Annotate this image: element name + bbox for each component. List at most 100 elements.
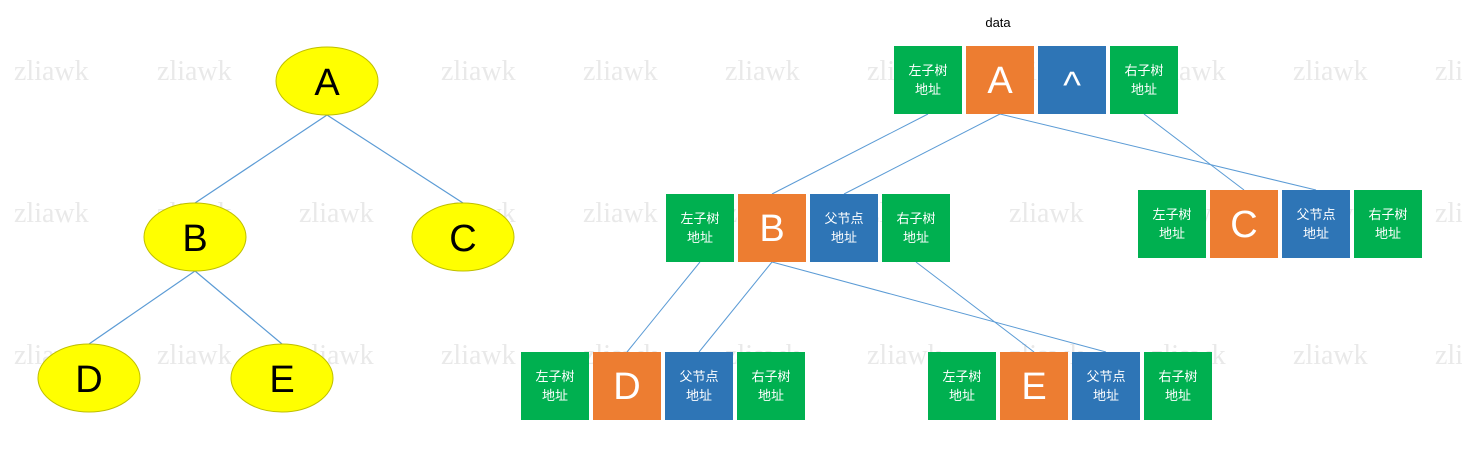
right-cell-label: 右子树地址 <box>1124 64 1163 98</box>
left-cell-label: 左子树地址 <box>680 212 719 246</box>
parent-cell: ^ <box>1038 46 1106 114</box>
left-cell: 左子树地址 <box>666 194 734 262</box>
data-cell-label: A <box>987 60 1013 102</box>
right-cell-label: 右子树地址 <box>896 212 935 246</box>
data-cell-label: B <box>759 208 784 250</box>
cell-label-line: 地址 <box>831 231 857 246</box>
connector-e-parent-to-b <box>771 261 1107 353</box>
cell-label-line: 父节点 <box>1086 370 1125 385</box>
watermark-text: zliawk <box>299 198 374 229</box>
cell-label-line: 父节点 <box>824 212 863 227</box>
parent-cell: 父节点地址 <box>810 194 878 262</box>
right-cell-box <box>1144 352 1212 420</box>
cell-label-line: 左子树 <box>1152 208 1191 223</box>
cell-label-line: 地址 <box>1093 389 1119 404</box>
watermark-text: zliawk <box>583 198 658 229</box>
data-cell: D <box>593 352 661 420</box>
parent-cell-box <box>665 352 733 420</box>
watermark-text: zliawk <box>157 56 232 87</box>
watermark-text: zliawk <box>1435 56 1462 87</box>
watermark-text: zliawk <box>1293 340 1368 371</box>
data-cell-label: E <box>1021 366 1046 408</box>
cell-label-line: 右子树 <box>751 370 790 385</box>
left-cell: 左子树地址 <box>894 46 962 114</box>
watermark-text: zliawk <box>157 340 232 371</box>
parent-cell-box <box>1072 352 1140 420</box>
right-cell-box <box>1110 46 1178 114</box>
right-cell-label: 右子树地址 <box>1368 208 1407 242</box>
watermark-text: zliawk <box>583 56 658 87</box>
data-cell: C <box>1210 190 1278 258</box>
watermark-text: zliawk <box>14 198 89 229</box>
tree-edges <box>88 114 464 345</box>
cell-label-line: 地址 <box>686 389 712 404</box>
cell-label-line: 右子树 <box>896 212 935 227</box>
tree-edge-b-d <box>88 270 196 345</box>
right-cell-label: 右子树地址 <box>1158 370 1197 404</box>
data-cell: A <box>966 46 1034 114</box>
cell-label-line: 地址 <box>1375 227 1401 242</box>
watermark-text: zliawk <box>441 340 516 371</box>
structure-node-a: 左子树地址 A ^ 右子树地址 <box>894 46 1178 114</box>
parent-cell-label: ^ <box>1063 65 1081 107</box>
left-cell: 左子树地址 <box>928 352 996 420</box>
right-cell: 右子树地址 <box>1144 352 1212 420</box>
right-cell: 右子树地址 <box>1110 46 1178 114</box>
left-cell-label: 左子树地址 <box>908 64 947 98</box>
structure-connectors <box>626 113 1317 353</box>
left-cell-box <box>894 46 962 114</box>
left-cell-box <box>1138 190 1206 258</box>
tree-edge-a-b <box>194 114 328 204</box>
cell-label-line: 父节点 <box>1296 208 1335 223</box>
cell-label-line: 地址 <box>1131 83 1157 98</box>
parent-cell-box <box>1282 190 1350 258</box>
parent-cell-box <box>1038 46 1106 114</box>
left-cell-label: 左子树地址 <box>535 370 574 404</box>
watermark-text: zliawk <box>725 56 800 87</box>
parent-cell-label: 父节点地址 <box>679 370 718 404</box>
cell-label-line: 地址 <box>949 389 975 404</box>
right-cell-box <box>882 194 950 262</box>
cell-label-line: 左子树 <box>535 370 574 385</box>
tree-node-ellipse <box>37 343 141 413</box>
left-cell: 左子树地址 <box>1138 190 1206 258</box>
parent-cell-label: 父节点地址 <box>824 212 863 246</box>
tree-node-ellipse <box>230 343 334 413</box>
connector-a-left-to-b <box>771 113 929 195</box>
cell-label-line: 地址 <box>1303 227 1329 242</box>
watermark-text: zliawk <box>1435 198 1462 229</box>
right-cell-box <box>1354 190 1422 258</box>
tree-node-ellipse <box>275 46 379 116</box>
cell-label-line: 地址 <box>758 389 784 404</box>
data-cell: B <box>738 194 806 262</box>
parent-cell: 父节点地址 <box>665 352 733 420</box>
cell-label-line: 左子树 <box>942 370 981 385</box>
right-cell: 右子树地址 <box>1354 190 1422 258</box>
tree-node-label: B <box>182 218 207 260</box>
parent-cell: 父节点地址 <box>1072 352 1140 420</box>
data-cell-box <box>1000 352 1068 420</box>
parent-cell: 父节点地址 <box>1282 190 1350 258</box>
tree-node-a: A <box>275 46 379 116</box>
tree-node-d: D <box>37 343 141 413</box>
cell-label-line: 地址 <box>687 231 713 246</box>
cell-label-line: 地址 <box>1165 389 1191 404</box>
left-cell-label: 左子树地址 <box>1152 208 1191 242</box>
tree-edge-b-e <box>194 270 283 345</box>
tree-node-b: B <box>143 202 247 272</box>
tree-node-ellipse <box>143 202 247 272</box>
data-cell: E <box>1000 352 1068 420</box>
left-cell-box <box>928 352 996 420</box>
watermark-text: zliawk <box>441 56 516 87</box>
parent-cell-label: 父节点地址 <box>1086 370 1125 404</box>
right-cell-label: 右子树地址 <box>751 370 790 404</box>
left-cell-box <box>666 194 734 262</box>
watermark-text: zliawk <box>14 56 89 87</box>
